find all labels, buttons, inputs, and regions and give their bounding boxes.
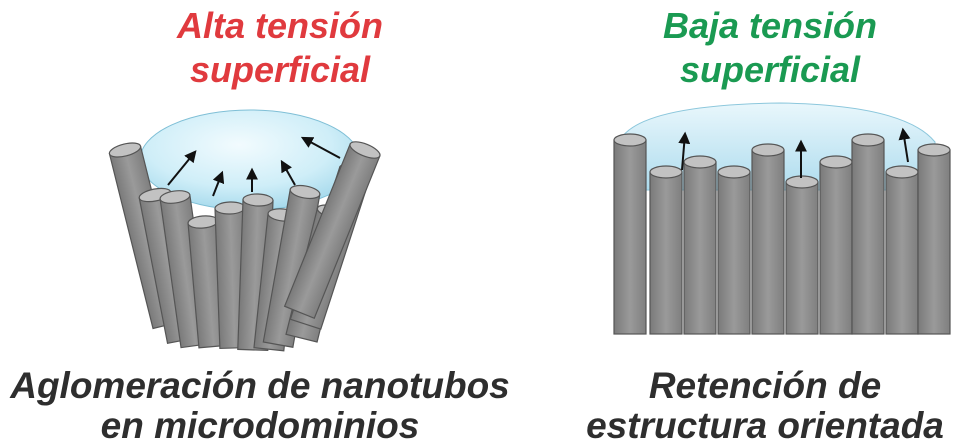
right-tube-2	[649, 165, 683, 335]
low-tension-caption-line2: estructura orientada	[586, 405, 944, 446]
left-arrow-5	[300, 136, 341, 159]
low-tension-caption: Retención de estructura orientada	[560, 366, 970, 446]
high-tension-title-line2: superficial	[189, 49, 371, 90]
right-tube-4	[717, 165, 751, 335]
right-tube-6	[785, 175, 819, 335]
left-tension-arrows	[167, 136, 341, 197]
low-tension-title-line2: superficial	[679, 49, 861, 90]
right-tension-arrows	[678, 127, 911, 178]
left-arrow-1	[167, 150, 197, 186]
right-arrow-3	[898, 127, 911, 163]
low-tension-caption-line1: Retención de	[648, 365, 882, 406]
right-tube-10	[917, 143, 951, 335]
low-tension-title: Baja tensión superficial	[590, 4, 950, 92]
right-tube-1	[613, 133, 647, 335]
left-arrow-4	[280, 159, 296, 186]
high-tension-caption-line1: Aglomeración de nanotubos	[10, 365, 510, 406]
high-tension-title: Alta tensión superficial	[100, 4, 460, 92]
left-tube-11	[283, 141, 381, 320]
high-tension-caption-line2: en microdominios	[100, 405, 420, 446]
left-nanotube-bundle	[108, 141, 381, 352]
right-tube-8	[851, 133, 885, 335]
right-tube-7	[819, 155, 853, 335]
high-tension-caption: Aglomeración de nanotubos en microdomini…	[0, 366, 520, 446]
right-nanotube-array	[613, 133, 951, 335]
right-tube-5	[751, 143, 785, 335]
left-arrow-2	[212, 170, 225, 197]
right-tube-9	[885, 165, 919, 335]
right-arrow-1	[678, 131, 691, 171]
high-tension-title-line1: Alta tensión	[176, 5, 383, 46]
right-tube-3	[683, 155, 717, 335]
low-tension-title-line1: Baja tensión	[662, 5, 878, 46]
